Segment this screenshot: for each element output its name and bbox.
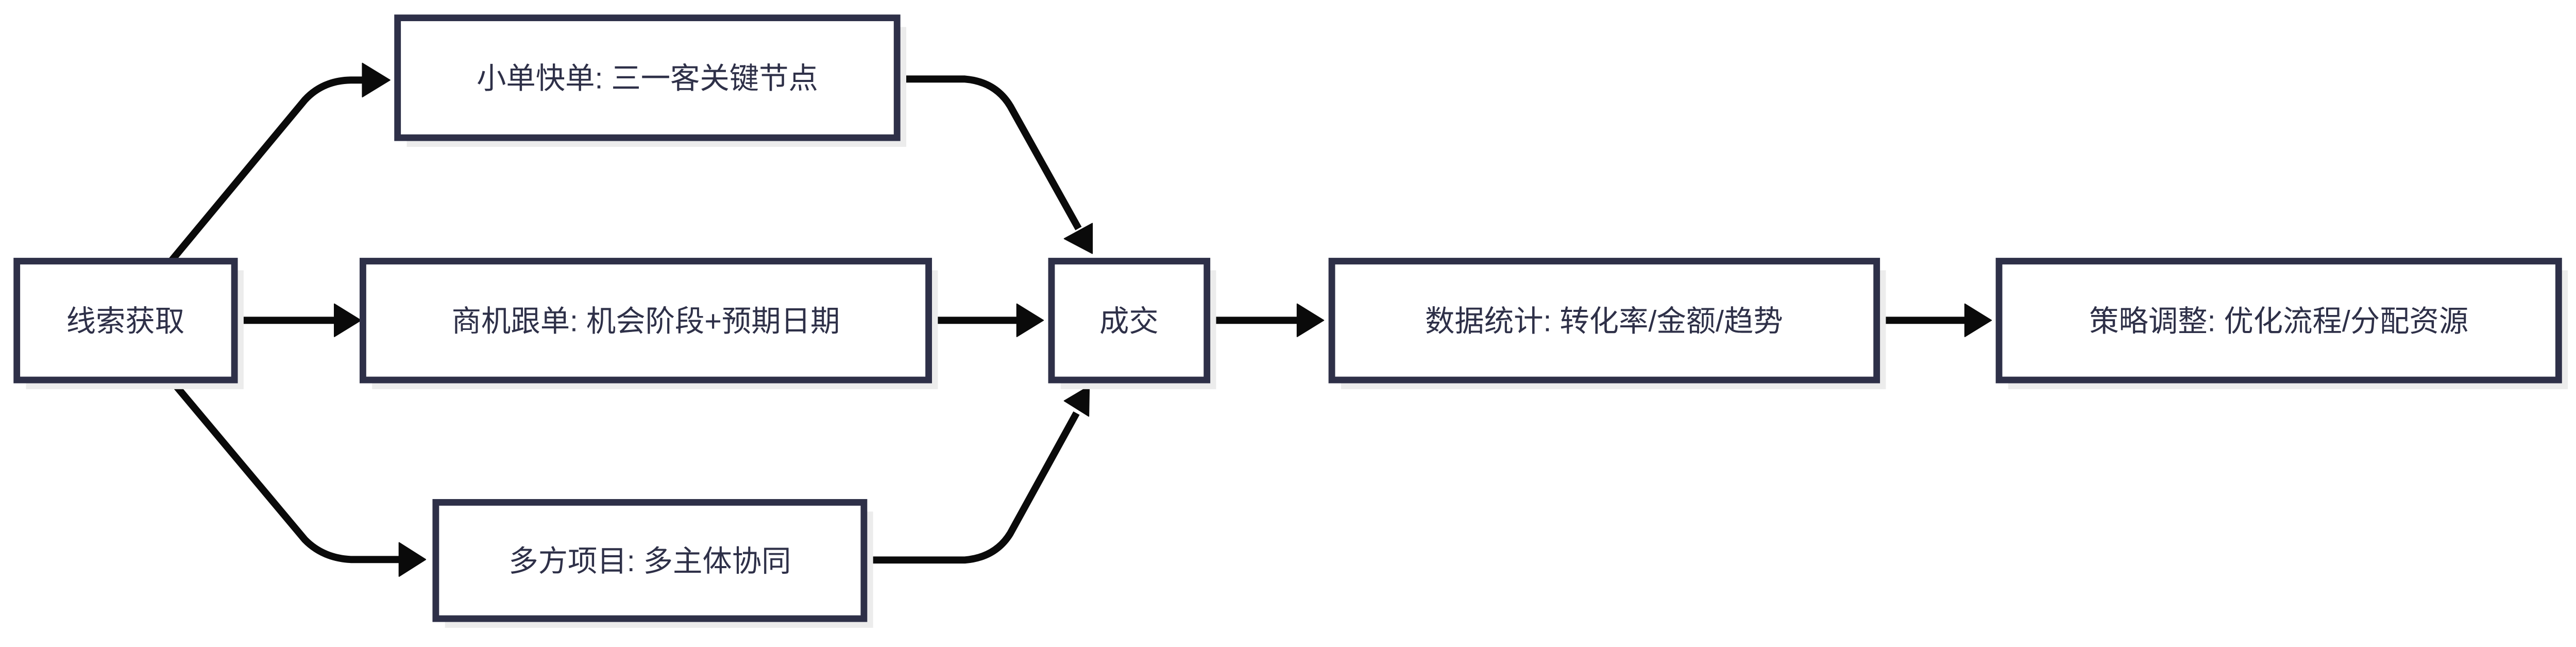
edge-lead-to-small-orders: [167, 62, 391, 265]
node-label: 数据统计: 转化率/金额/趋势: [1425, 305, 1783, 338]
node-box: [394, 14, 901, 141]
node-multi-party-project: 多方项目: 多主体协同: [432, 499, 873, 628]
arrowhead-into-deal-bottom: [1063, 385, 1090, 417]
node-box: [1328, 258, 1880, 384]
edge-lead-to-opportunity: [234, 303, 362, 337]
node-lead-acquisition: 线索获取: [13, 258, 244, 389]
node-box: [1048, 258, 1211, 384]
node-opportunity-follow-up: 商机跟单: 机会阶段+预期日期: [359, 258, 938, 389]
node-label: 商机跟单: 机会阶段+预期日期: [452, 305, 840, 338]
edge-small-orders-to-deal: [899, 75, 1093, 254]
node-label: 策略调整: 优化流程/分配资源: [2089, 305, 2468, 338]
arrowhead-into-deal-top: [1063, 223, 1093, 254]
arrowhead-into-multi-party: [398, 542, 427, 577]
node-label: 多方项目: 多主体协同: [509, 545, 791, 578]
node-small-orders: 小单快单: 三一客关键节点: [394, 14, 907, 147]
edge-deal-to-stats: [1208, 303, 1325, 337]
arrowhead-into-strategy: [1964, 303, 1992, 337]
node-data-statistics: 数据统计: 转化率/金额/趋势: [1328, 258, 1886, 389]
node-box: [1995, 258, 2562, 384]
node-box: [432, 499, 868, 622]
arrowhead-into-small-orders: [362, 62, 391, 97]
arrowhead-into-opportunity: [334, 303, 362, 337]
arrowhead-into-stats: [1296, 303, 1325, 337]
node-label: 小单快单: 三一客关键节点: [477, 62, 818, 95]
node-deal: 成交: [1048, 258, 1216, 389]
edge-opportunity-to-deal: [930, 303, 1044, 337]
node-box: [359, 258, 932, 384]
edge-multi-party-to-deal: [865, 385, 1090, 564]
node-strategy-adjustment: 策略调整: 优化流程/分配资源: [1995, 258, 2568, 389]
node-label: 线索获取: [66, 305, 184, 338]
node-label: 成交: [1099, 305, 1159, 338]
edge-stats-to-strategy: [1877, 303, 1992, 337]
edge-lead-to-multi-party: [167, 376, 427, 577]
node-box: [13, 258, 238, 384]
arrowhead-into-deal-left: [1016, 303, 1044, 337]
